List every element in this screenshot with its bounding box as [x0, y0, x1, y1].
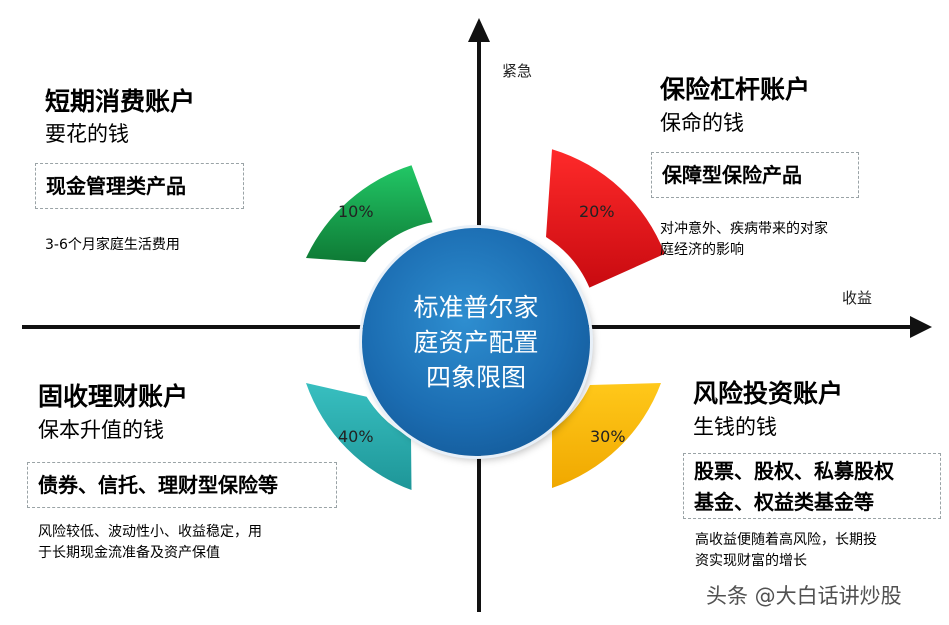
arc-top-left — [306, 165, 433, 263]
percent-top-right: 20% — [579, 202, 615, 221]
quadrant-note: 3-6个月家庭生活费用 — [45, 237, 180, 253]
quadrant-title: 风险投资账户 — [693, 379, 844, 408]
quadrant-note: 高收益便随着高风险，长期投 资实现财富的增长 — [695, 532, 877, 569]
center-circle: 标准普尔家 庭资产配置 四象限图 — [362, 228, 590, 456]
percent-top-left: 10% — [338, 202, 374, 221]
percent-bottom-right: 30% — [590, 427, 626, 446]
product-box: 股票、股权、私募股权 基金、权益类基金等 — [683, 453, 941, 519]
vertical-axis-label: 紧急 — [502, 62, 533, 80]
quadrant-note: 风险较低、波动性小、收益稳定，用 于长期现金流准备及资产保值 — [38, 524, 262, 561]
arc-top-right — [546, 149, 665, 288]
product-box: 债券、信托、理财型保险等 — [27, 462, 337, 508]
watermark-text: 头条 @大白话讲炒股 — [706, 584, 902, 608]
quadrant-title: 固收理财账户 — [38, 382, 189, 411]
quadrant-subtitle: 要花的钱 — [45, 122, 129, 146]
product-box: 保障型保险产品 — [651, 152, 859, 198]
quadrant-title: 保险杠杆账户 — [660, 75, 811, 104]
quadrant-subtitle: 生钱的钱 — [693, 415, 777, 439]
horizontal-axis-arrow — [910, 316, 932, 338]
product-box: 现金管理类产品 — [35, 163, 244, 209]
horizontal-axis-label: 收益 — [842, 289, 873, 307]
quadrant-title: 短期消费账户 — [45, 87, 196, 116]
percent-bottom-left: 40% — [338, 427, 374, 446]
arc-bottom-left — [306, 383, 412, 490]
quadrant-subtitle: 保本升值的钱 — [38, 418, 164, 442]
vertical-axis-arrow — [468, 18, 490, 42]
quadrant-note: 对冲意外、疾病带来的对家 庭经济的影响 — [660, 221, 828, 258]
arc-bottom-right — [552, 383, 661, 488]
center-title: 标准普尔家 庭资产配置 四象限图 — [413, 292, 539, 392]
quadrant-subtitle: 保命的钱 — [660, 111, 744, 135]
